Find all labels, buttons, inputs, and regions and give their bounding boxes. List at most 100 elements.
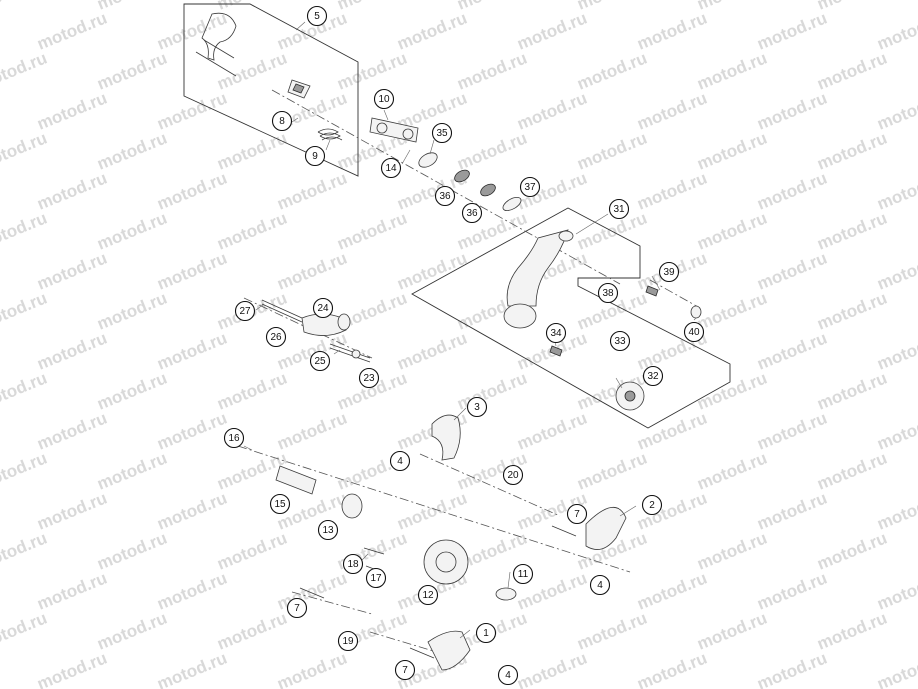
part-24-housing [301,313,351,336]
watermark-text: motod.ru [694,449,769,494]
watermark-text: motod.ru [154,649,229,689]
watermark-text: motod.ru [694,0,769,14]
watermark-text: motod.ru [34,409,109,454]
callout-circle [545,322,567,344]
watermark-text: motod.ru [454,49,529,94]
callout-circle [271,110,293,132]
callout-label: 36 [439,191,451,202]
watermark-text: motod.ru [154,329,229,374]
watermark-text: motod.ru [154,169,229,214]
callout-label: 3 [474,402,480,413]
callout-label: 33 [614,336,626,347]
watermark-text: motod.ru [34,249,109,294]
watermark-text: motod.ru [454,129,529,174]
callout-label: 37 [524,182,536,193]
watermark-text: motod.ru [814,0,889,14]
callout-circle [417,584,439,606]
part-34-pin [549,345,563,357]
callout-38: 38 [597,282,619,304]
part-12-drum [423,539,469,585]
watermark-text: motod.ru [874,89,918,134]
watermark-text: motod.ru [814,129,889,174]
watermark-text: motod.ru [94,609,169,654]
callout-2: 2 [641,494,663,516]
callout-14: 14 [380,157,402,179]
watermark-text: motod.ru [814,209,889,254]
watermark-text: motod.ru [754,329,829,374]
part-10-lever [369,117,419,143]
callout-20: 20 [502,464,524,486]
part-7-springs [299,525,577,659]
callout-32: 32 [642,365,664,387]
callout-circle [309,350,331,372]
watermark-text: motod.ru [814,289,889,334]
callout-circle [642,365,664,387]
part-8-washer [287,79,311,99]
watermark-text: motod.ru [334,209,409,254]
watermark-text: motod.ru [694,289,769,334]
watermark-text: motod.ru [34,569,109,614]
part-36-bearings [454,169,496,197]
watermark-text: motod.ru [214,129,289,174]
callout-circle [234,300,256,322]
callout-26: 26 [265,326,287,348]
callout-18: 18 [342,553,364,575]
callout-circle [312,297,334,319]
callout-24: 24 [312,297,334,319]
callout-label: 35 [436,128,448,139]
watermark-text: motod.ru [814,49,889,94]
watermark-text: motod.ru [694,529,769,574]
callout-label: 7 [574,509,580,520]
callout-circle [608,198,630,220]
watermark-text: motod.ru [94,209,169,254]
callout-circle [475,622,497,644]
callout-label: 26 [270,332,282,343]
callout-4: 4 [497,664,519,686]
callout-circle [358,367,380,389]
callout-13: 13 [317,519,339,541]
callout-label: 7 [402,665,408,676]
callout-10: 10 [373,88,395,110]
callout-25: 25 [309,350,331,372]
watermark-text: motod.ru [34,489,109,534]
watermark-text: motod.ru [274,409,349,454]
callout-label: 17 [370,573,382,584]
callout-17: 17 [365,567,387,589]
callout-circle [431,122,453,144]
watermark-text: motod.ru [94,0,169,14]
callout-circle [389,450,411,472]
callout-label: 4 [397,456,403,467]
callout-circle [365,567,387,589]
watermark-text: motod.ru [34,169,109,214]
callout-label: 10 [378,94,390,105]
watermark-text: motod.ru [0,0,50,14]
watermark-text: motod.ru [634,569,709,614]
callout-circle [317,519,339,541]
watermark-text: motod.ru [634,89,709,134]
watermark-text: motod.ru [874,169,918,214]
shift-fork-part-top [195,12,237,77]
part-37-seal [502,196,522,212]
callout-label: 39 [663,267,675,278]
callout-label: 14 [385,163,397,174]
watermark-text: motod.ru [814,449,889,494]
watermark-text: motod.ru [754,649,829,689]
watermark-text: motod.ru [814,369,889,414]
callout-36: 36 [461,202,483,224]
watermark-text: motod.ru [154,9,229,54]
watermark-text: motod.ru [814,609,889,654]
watermark-text: motod.ru [34,649,109,689]
callout-label: 12 [422,590,434,601]
watermark-text: motod.ru [514,89,589,134]
watermark-text: motod.ru [574,129,649,174]
watermark-text: motod.ru [574,449,649,494]
watermark-text: motod.ru [754,89,829,134]
watermark-text: motod.ru [514,649,589,689]
part-15-shaft [275,465,363,519]
callout-circle [394,659,416,681]
callout-36: 36 [434,185,456,207]
watermark-text: motod.ru [214,0,289,14]
callout-label: 4 [505,670,511,681]
